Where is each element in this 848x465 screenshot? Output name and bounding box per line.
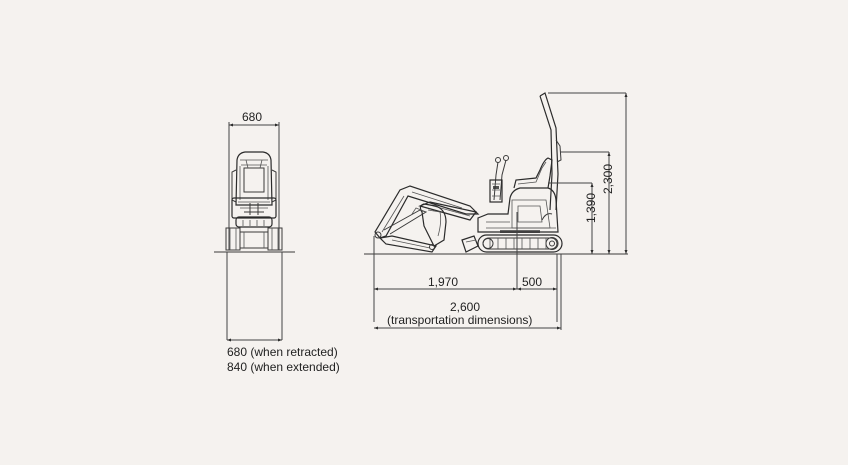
- rear-length-label: 500: [522, 275, 543, 289]
- seat-height-label: 1,390: [584, 192, 598, 224]
- track-width-retracted-label: 680 (when retracted): [227, 345, 338, 359]
- front-width-label: 680: [242, 110, 263, 124]
- total-length-note: (transportation dimensions): [387, 313, 533, 327]
- total-length-label: 2,600: [450, 300, 481, 314]
- side-view-excavator: [364, 92, 628, 330]
- total-height-label: 2,300: [601, 163, 615, 195]
- front-length-label: 1,970: [428, 275, 459, 289]
- track-width-extended-label: 840 (when extended): [227, 360, 340, 374]
- front-view-excavator: [214, 122, 295, 342]
